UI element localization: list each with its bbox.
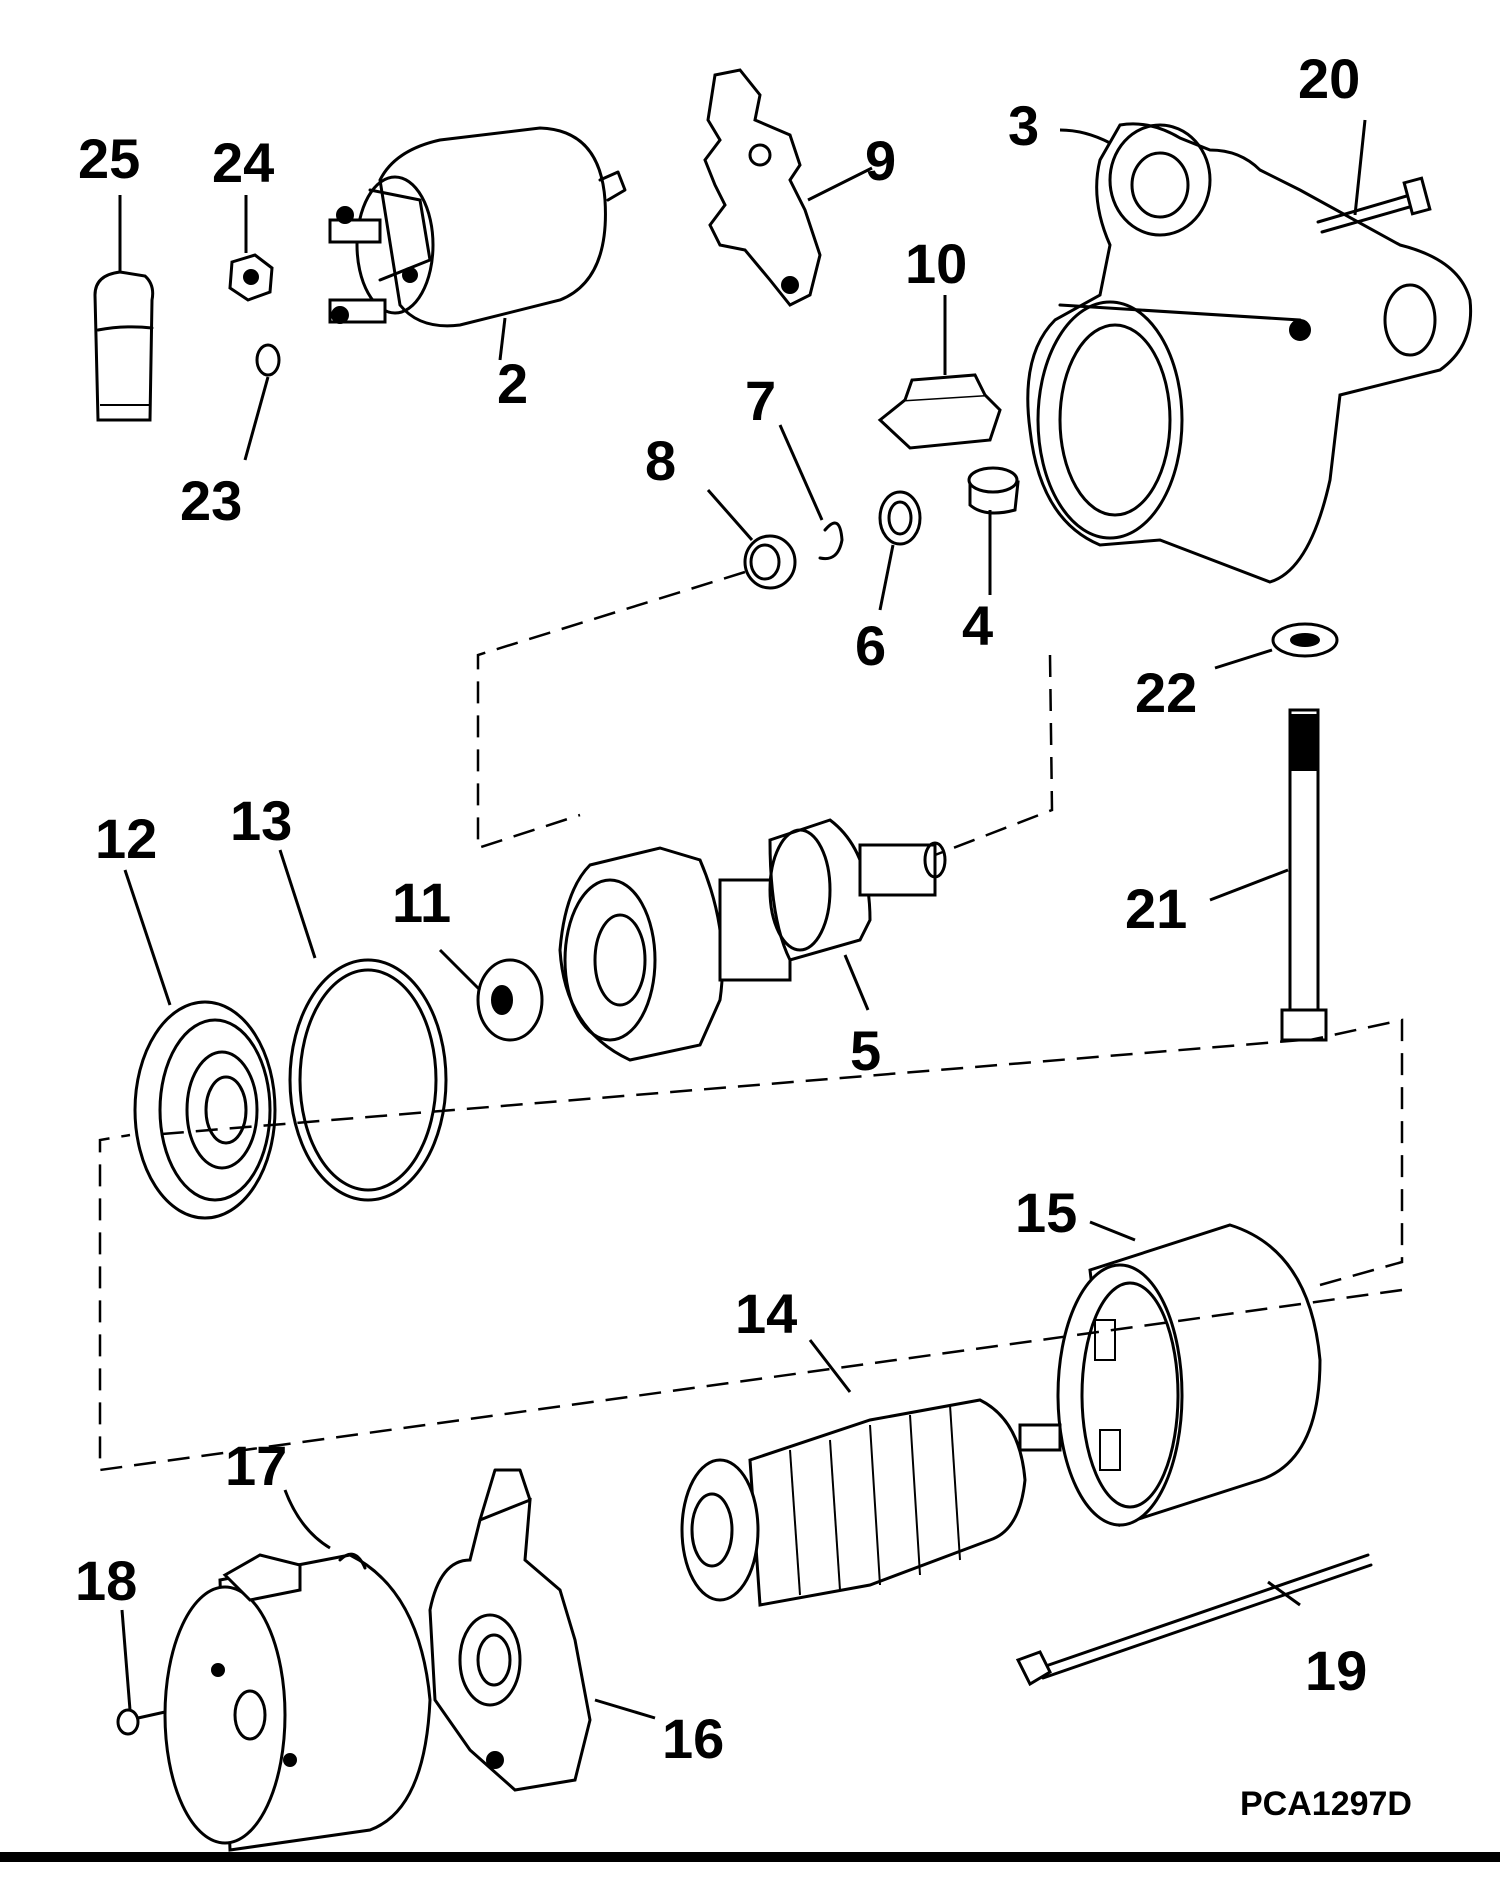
part-3-drive-housing — [1026, 122, 1473, 584]
callout-7: 7 — [745, 369, 776, 432]
part-14-armature — [680, 1398, 1062, 1607]
callout-20: 20 — [1298, 47, 1360, 110]
callout-22: 22 — [1135, 661, 1197, 724]
part-4-bushing — [967, 466, 1020, 515]
part-20-bolt — [1316, 176, 1432, 234]
callout-19: 19 — [1305, 1639, 1367, 1702]
part-5-drive-assembly — [558, 818, 947, 1062]
drawing-code: PCA1297D — [1240, 1785, 1412, 1823]
callout-13: 13 — [230, 789, 292, 852]
leader-lines — [118, 119, 1367, 1720]
part-6-ring — [878, 490, 922, 546]
part-11-gear — [476, 958, 544, 1042]
bottom-border — [0, 1852, 1500, 1862]
part-2-solenoid — [328, 126, 627, 328]
callout-4: 4 — [962, 594, 993, 657]
callout-10: 10 — [905, 232, 967, 295]
part-25-boot — [93, 270, 155, 422]
part-21-stud — [1280, 708, 1328, 1042]
callout-2: 2 — [497, 352, 528, 415]
callout-11: 11 — [392, 871, 451, 934]
callout-12: 12 — [95, 807, 157, 870]
callout-8: 8 — [645, 429, 676, 492]
callout-24: 24 — [212, 131, 274, 194]
part-22-washer — [1271, 622, 1339, 658]
part-23-washer — [255, 343, 281, 377]
callout-16: 16 — [662, 1707, 724, 1770]
callout-23: 23 — [180, 469, 242, 532]
part-13-o-ring — [288, 958, 448, 1202]
part-15-field-frame — [1056, 1223, 1322, 1527]
part-19-through-bolt — [1015, 1553, 1373, 1687]
callout-21: 21 — [1125, 877, 1187, 940]
callout-numbers: 25 24 23 2 3 20 9 10 7 8 6 4 22 21 12 13… — [75, 47, 1367, 1770]
callout-9: 9 — [865, 129, 896, 192]
part-18-screw — [116, 1708, 167, 1736]
part-8-collar — [743, 534, 797, 590]
callout-6: 6 — [855, 614, 886, 677]
part-17-end-frame — [163, 1552, 432, 1852]
part-9-shift-lever — [703, 68, 822, 307]
callout-3: 3 — [1008, 94, 1039, 157]
callout-25: 25 — [78, 127, 140, 190]
assembly-dashed-lines — [98, 570, 1404, 1472]
callout-17: 17 — [225, 1434, 287, 1497]
part-12-end-cap — [133, 1000, 277, 1220]
callout-18: 18 — [75, 1549, 137, 1612]
part-24-nut — [228, 253, 274, 302]
callout-5: 5 — [850, 1019, 881, 1082]
part-10-pad — [877, 373, 1002, 450]
part-16-brush-holder — [428, 1468, 592, 1792]
callout-14: 14 — [735, 1282, 797, 1345]
part-7-clip — [818, 521, 844, 561]
callout-15: 15 — [1015, 1181, 1077, 1244]
